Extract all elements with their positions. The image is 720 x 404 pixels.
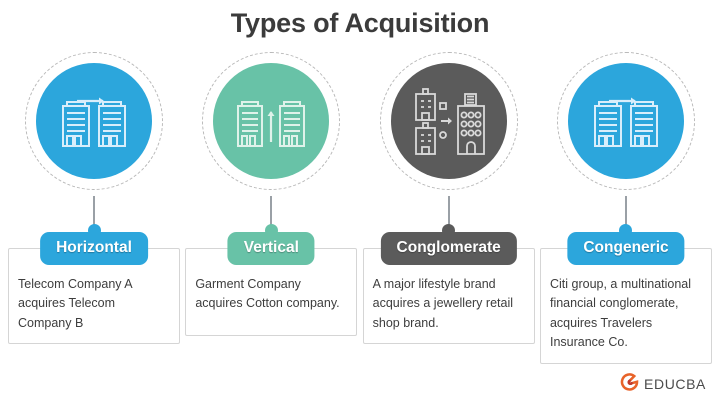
connector-line — [93, 196, 95, 226]
educba-branding: EDUCBA — [620, 372, 706, 396]
card-description-vertical: Garment Company acquires Cotton company. — [195, 277, 340, 311]
acquisition-type-column-vertical: Vertical Garment Company acquires Cotton… — [185, 52, 358, 364]
card-body-horizontal: Telecom Company A acquires Telecom Compa… — [8, 248, 180, 345]
icon-circle-conglomerate — [390, 63, 507, 179]
two-buildings-merge-into-one-icon — [410, 84, 488, 158]
two-buildings-horizontal-arrow-icon — [587, 86, 665, 156]
acquisition-type-column-conglomerate: Conglomerate A major lifestyle brand acq… — [362, 52, 535, 364]
two-buildings-vertical-arrow-icon — [232, 86, 310, 156]
card-description-congeneric: Citi group, a multinational financial co… — [549, 277, 692, 350]
icon-circle-horizontal — [36, 63, 152, 179]
card-vertical[interactable]: Vertical Garment Company acquires Cotton… — [185, 232, 358, 336]
icon-circle-congeneric — [567, 63, 684, 179]
icon-circle-vertical — [213, 63, 330, 179]
dashed-ring-conglomerate — [379, 52, 518, 190]
connector-line — [624, 196, 627, 226]
type-label-congeneric[interactable]: Congeneric — [567, 232, 685, 265]
type-label-conglomerate[interactable]: Conglomerate — [380, 232, 517, 265]
type-label-vertical[interactable]: Vertical — [227, 232, 315, 265]
card-conglomerate[interactable]: Conglomerate A major lifestyle brand acq… — [362, 232, 535, 345]
card-horizontal[interactable]: Horizontal Telecom Company A acquires Te… — [8, 232, 180, 345]
acquisition-type-column-congeneric: Congeneric Citi group, a multinational f… — [539, 52, 712, 364]
card-description-horizontal: Telecom Company A acquires Telecom Compa… — [18, 277, 132, 330]
dashed-ring-vertical — [202, 52, 341, 190]
card-body-congeneric: Citi group, a multinational financial co… — [539, 248, 712, 364]
type-label-horizontal[interactable]: Horizontal — [40, 232, 148, 265]
acquisition-types-row: Horizontal Telecom Company A acquires Te… — [0, 52, 720, 364]
two-buildings-horizontal-arrow-icon — [55, 86, 133, 156]
connector-line — [447, 196, 450, 226]
card-description-conglomerate: A major lifestyle brand acquires a jewel… — [372, 277, 513, 330]
acquisition-type-column-horizontal: Horizontal Telecom Company A acquires Te… — [8, 52, 180, 364]
dashed-ring-congeneric — [556, 52, 695, 190]
connector-line — [270, 196, 273, 226]
dashed-ring-horizontal — [25, 52, 163, 190]
card-congeneric[interactable]: Congeneric Citi group, a multinational f… — [539, 232, 712, 364]
page-title: Types of Acquisition — [230, 8, 490, 38]
educba-logo-icon — [620, 372, 639, 396]
educba-brand-text: EDUCBA — [644, 376, 706, 392]
